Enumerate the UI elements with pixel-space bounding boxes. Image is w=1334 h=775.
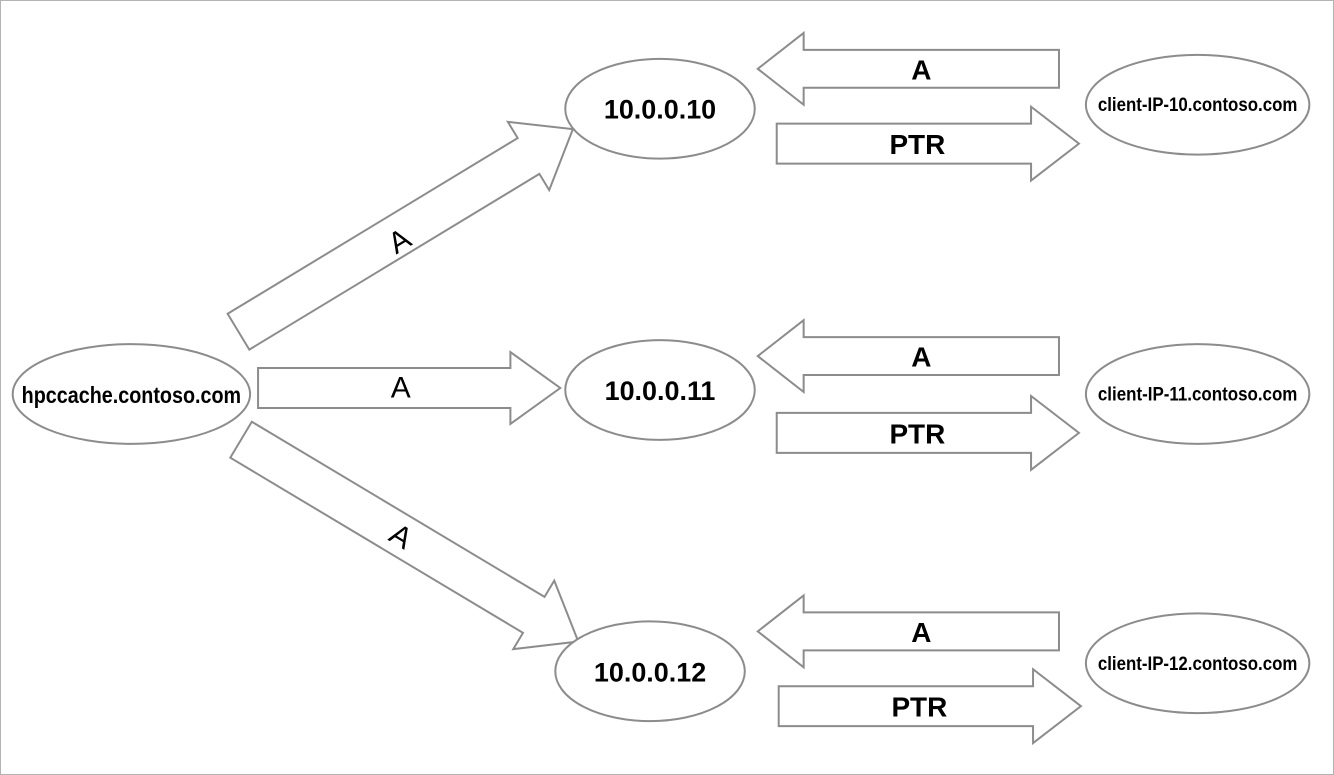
arrow-a-reverse-row-1: A bbox=[756, 30, 1060, 107]
ip-11-ellipse bbox=[564, 339, 756, 441]
arrow-a-reverse-row-2: A bbox=[756, 318, 1060, 395]
a-record-label: A bbox=[911, 54, 931, 85]
ip-10-label: 10.0.0.10 bbox=[604, 95, 716, 125]
ip-12-label: 10.0.0.12 bbox=[594, 657, 706, 687]
hpccache-label: hpccache.contoso.com bbox=[22, 382, 241, 408]
node-hpccache: hpccache.contoso.com bbox=[11, 343, 252, 445]
arrow-a-to-ip-11: A bbox=[257, 350, 562, 426]
arrow-ptr-row-2: PTR bbox=[775, 393, 1081, 472]
client-10-ellipse bbox=[1084, 53, 1311, 156]
ip-11-label: 10.0.0.11 bbox=[605, 376, 716, 406]
client-12-ellipse bbox=[1084, 612, 1311, 715]
client-11-label: client-IP-11.contoso.com bbox=[1098, 384, 1297, 405]
ptr-record-label: PTR bbox=[891, 692, 947, 723]
node-ip-12: 10.0.0.12 bbox=[554, 620, 746, 723]
arrow-a-reverse-row-3: A bbox=[756, 593, 1060, 670]
ptr-record-label: PTR bbox=[889, 129, 945, 160]
arrow-ptr-row-1: PTR bbox=[775, 104, 1081, 183]
arrow-a-to-ip-10: A bbox=[226, 120, 575, 351]
a-record-label: A bbox=[911, 342, 931, 373]
ptr-record-label: PTR bbox=[889, 418, 945, 449]
block-arrow-left bbox=[756, 593, 1060, 670]
block-arrow-right bbox=[257, 350, 562, 426]
node-client-12: client-IP-12.contoso.com bbox=[1084, 612, 1311, 715]
node-client-10: client-IP-10.contoso.com bbox=[1084, 53, 1311, 156]
block-arrow-left bbox=[756, 30, 1060, 107]
a-record-label: A bbox=[391, 371, 411, 404]
a-record-label: A bbox=[911, 617, 931, 648]
arrow-a-to-ip-12: A bbox=[228, 420, 580, 651]
client-11-ellipse bbox=[1084, 343, 1311, 445]
node-ip-11: 10.0.0.11 bbox=[564, 339, 756, 441]
ip-12-ellipse bbox=[554, 620, 746, 723]
hpccache-ellipse bbox=[11, 343, 252, 445]
block-arrow-up-right bbox=[226, 120, 575, 351]
node-client-11: client-IP-11.contoso.com bbox=[1084, 343, 1311, 445]
block-arrow-right bbox=[777, 667, 1083, 746]
client-10-label: client-IP-10.contoso.com bbox=[1098, 95, 1297, 116]
block-arrow-left bbox=[756, 318, 1060, 395]
block-arrow-down-right bbox=[228, 420, 580, 651]
block-arrow-right bbox=[775, 104, 1081, 183]
arrow-ptr-row-3: PTR bbox=[777, 667, 1083, 746]
ip-10-ellipse bbox=[564, 57, 756, 160]
client-12-label: client-IP-12.contoso.com bbox=[1098, 654, 1297, 675]
block-arrow-right bbox=[775, 393, 1081, 472]
node-ip-10: 10.0.0.10 bbox=[564, 57, 756, 160]
